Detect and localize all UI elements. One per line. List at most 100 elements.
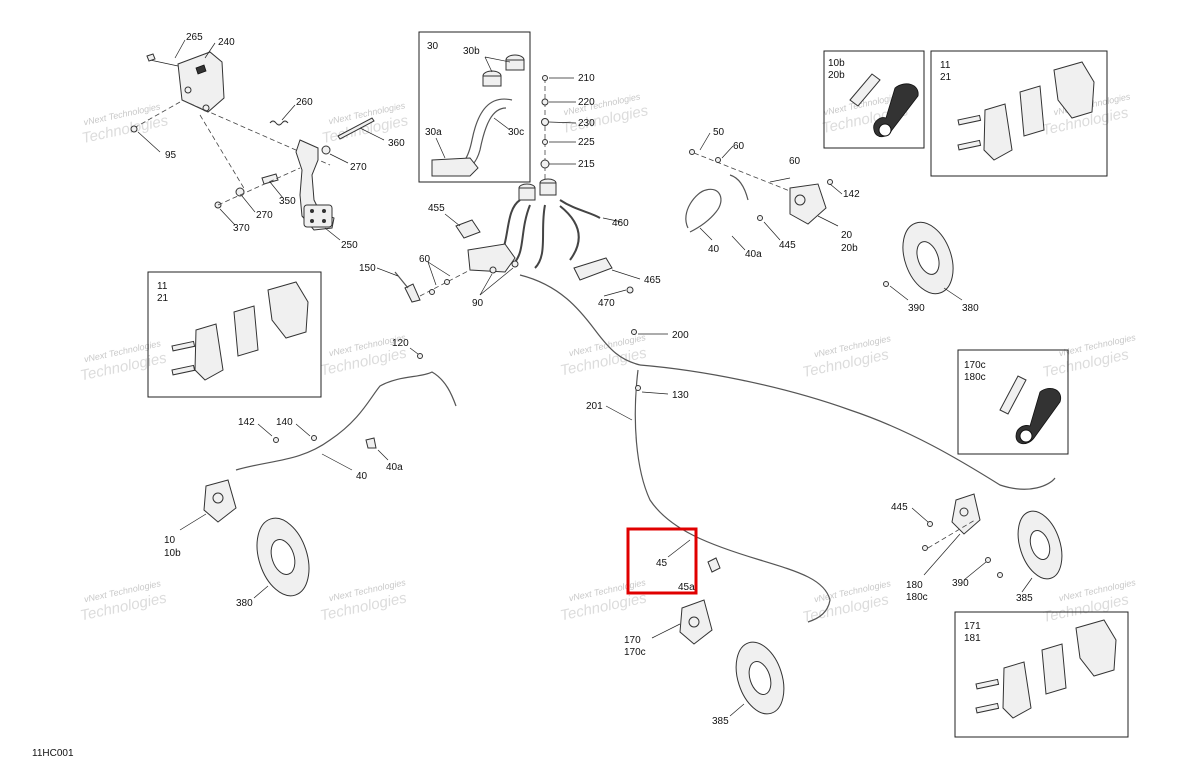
label-10b: 10b <box>164 548 181 559</box>
label-370: 370 <box>233 223 250 234</box>
fitting-45a <box>707 557 721 573</box>
brake-pad <box>1019 85 1045 137</box>
label-225: 225 <box>578 137 595 148</box>
label-150: 150 <box>359 263 376 274</box>
brake-pad <box>1002 661 1032 719</box>
label-465: 465 <box>644 275 661 286</box>
brake-pad <box>1041 643 1067 695</box>
label-260: 260 <box>296 97 313 108</box>
brake-pad <box>233 305 259 357</box>
left-front-disc: 380 <box>236 517 310 609</box>
rear-left-caliper: 170 170c 45 45a 385 <box>624 539 785 727</box>
label-20b: 20b <box>841 243 858 254</box>
right-front-disc: 390 380 <box>883 221 979 314</box>
box-brake-pads-bottom: 171 181 <box>954 611 1129 738</box>
diagram-code: 11HC001 <box>32 748 74 759</box>
master-cylinder-body <box>467 243 516 273</box>
right-front-caliper: 50 60 60 142 40 40a 445 20 20b <box>685 127 860 260</box>
box-brake-pads-top: 11 21 <box>930 50 1108 177</box>
label-380-left: 380 <box>236 598 253 609</box>
nut-95 <box>130 125 138 133</box>
label-60a: 60 <box>419 254 431 265</box>
box-11-top-line2: 21 <box>940 72 952 83</box>
brake-pad <box>983 103 1013 161</box>
box-10b-line2: 20b <box>828 70 845 81</box>
label-60b: 60 <box>733 141 745 152</box>
label-210: 210 <box>578 73 595 84</box>
label-385-bottom: 385 <box>712 716 729 727</box>
label-455: 455 <box>428 203 445 214</box>
box-brake-pads-left: 11 21 <box>147 271 322 398</box>
label-180: 180 <box>906 580 923 591</box>
master-cylinder-30a <box>431 157 479 177</box>
nut-470 <box>626 286 634 294</box>
label-30: 30 <box>427 41 439 52</box>
label-230: 230 <box>578 118 595 129</box>
label-142b: 142 <box>843 189 860 200</box>
label-50: 50 <box>713 127 725 138</box>
label-40-left: 40 <box>356 471 368 482</box>
box-171-line2: 181 <box>964 633 981 644</box>
brake-pad <box>1053 61 1095 119</box>
label-95: 95 <box>165 150 177 161</box>
bracket-bolt <box>202 104 210 112</box>
label-10: 10 <box>164 535 176 546</box>
box-11-left-line1: 11 <box>157 281 168 292</box>
pedal-assembly <box>130 51 375 231</box>
bracket-bolt <box>184 86 192 94</box>
switch-455 <box>455 219 481 239</box>
caliper-20 <box>789 183 827 225</box>
label-240: 240 <box>218 37 235 48</box>
label-40-right: 40 <box>708 244 720 255</box>
label-360: 360 <box>388 138 405 149</box>
label-265: 265 <box>186 32 203 43</box>
label-140: 140 <box>276 417 293 428</box>
brake-pad <box>1075 619 1117 677</box>
label-350: 350 <box>279 196 296 207</box>
spring-260 <box>269 120 289 126</box>
label-390b: 390 <box>952 578 969 589</box>
label-201: 201 <box>586 401 603 412</box>
bleeder-screw <box>999 375 1027 415</box>
brake-pad <box>194 323 224 381</box>
label-30a: 30a <box>425 127 442 138</box>
label-215: 215 <box>578 159 595 170</box>
label-60c: 60 <box>789 156 801 167</box>
fitting-stack: 210 220 230 225 215 <box>540 73 595 180</box>
box-30-reservoir: 30 30b 30a 30c <box>418 31 531 183</box>
box-170c-line2: 180c <box>964 372 986 383</box>
pedal-bracket-hole <box>195 64 207 75</box>
label-385-right: 385 <box>1016 593 1033 604</box>
label-20: 20 <box>841 230 853 241</box>
box-bleeder-right: 170c 180c <box>957 349 1069 455</box>
box-11-top-line1: 11 <box>940 60 951 71</box>
label-445a: 445 <box>779 240 796 251</box>
box-171-line1: 171 <box>964 621 981 632</box>
label-220: 220 <box>578 97 595 108</box>
master-cylinder-assembly: 455 460 150 60 90 465 470 <box>359 178 661 309</box>
rear-right-caliper: 445 180 180c 390 385 <box>891 493 1063 604</box>
switch-150 <box>404 283 421 303</box>
label-45: 45 <box>656 558 668 569</box>
label-40a-left: 40a <box>386 462 403 473</box>
pin-360 <box>337 117 375 140</box>
label-120: 120 <box>392 338 409 349</box>
label-390a: 390 <box>908 303 925 314</box>
box-10b-line1: 10b <box>828 58 845 69</box>
label-130: 130 <box>672 390 689 401</box>
pedal-bracket <box>177 51 225 113</box>
label-445b: 445 <box>891 502 908 513</box>
box-11-left-line2: 21 <box>157 293 169 304</box>
bushing-270a <box>321 145 331 155</box>
left-front-caliper: 120 142 140 40a 40 10 10b <box>164 338 457 559</box>
label-380-right: 380 <box>962 303 979 314</box>
label-142a: 142 <box>238 417 255 428</box>
label-180c: 180c <box>906 592 928 603</box>
label-40a-right: 40a <box>745 249 762 260</box>
label-90: 90 <box>472 298 484 309</box>
bracket-465 <box>573 257 613 281</box>
brake-lines: 200 130 201 <box>519 274 1056 623</box>
label-30b: 30b <box>463 46 480 57</box>
